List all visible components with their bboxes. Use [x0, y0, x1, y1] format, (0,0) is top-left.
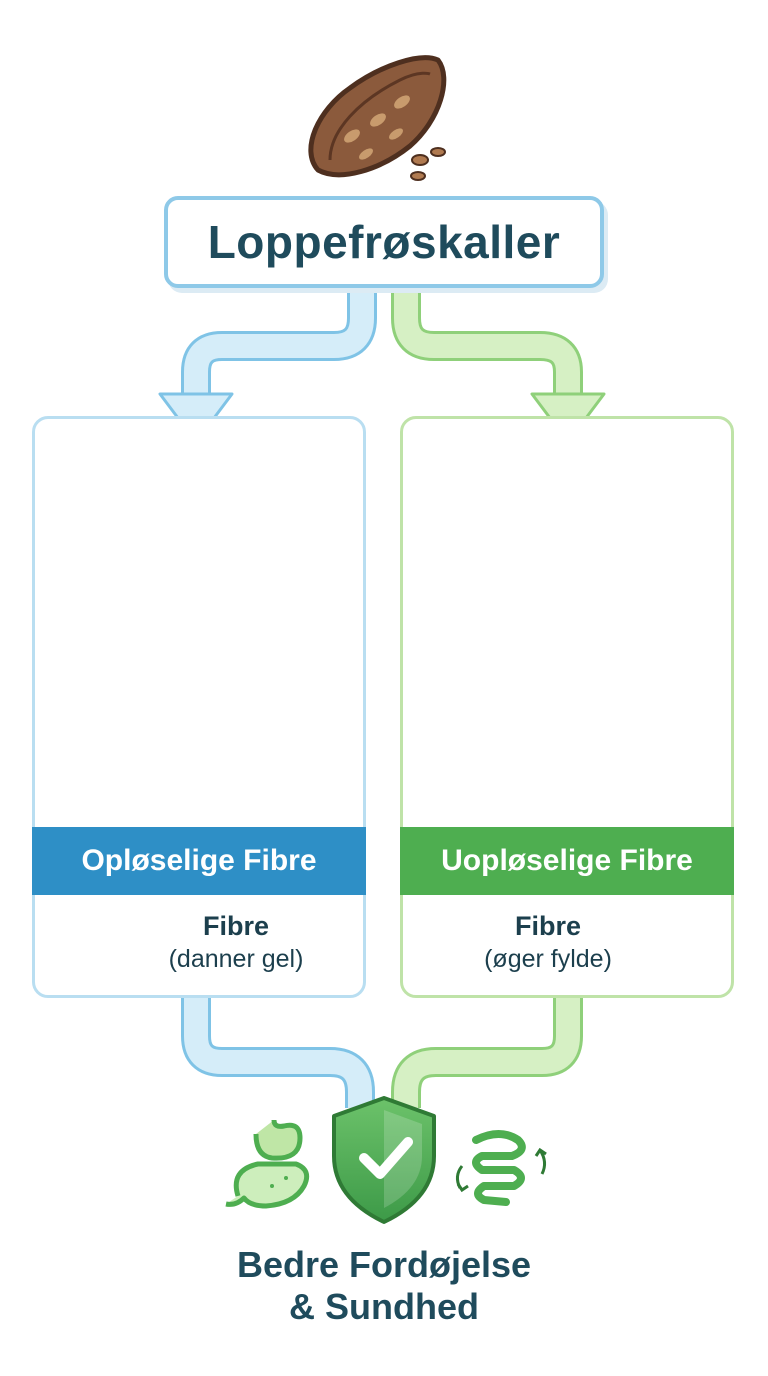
insoluble-fiber-banner: Uopløselige Fibre — [400, 827, 734, 895]
insoluble-fiber-card: Uopløselige Fibre Fibre (øger fylde) — [400, 416, 734, 998]
psyllium-seed-icon — [308, 55, 447, 181]
arrow-from-soluble — [181, 998, 375, 1108]
arrow-from-insoluble — [391, 998, 583, 1108]
outcome-line-2: & Sundhed — [289, 1286, 479, 1327]
intestine-icon — [455, 1130, 547, 1206]
insoluble-fiber-caption: Fibre (øger fylde) — [443, 909, 653, 975]
outcome-line-1: Bedre Fordøjelse — [236, 1244, 532, 1285]
soluble-fiber-caption: Fibre (danner gel) — [131, 909, 341, 975]
soluble-fiber-banner: Opløselige Fibre — [32, 827, 366, 895]
page-title: Loppefrøskaller — [164, 196, 604, 288]
caption-title: Fibre — [514, 911, 581, 941]
caption-subtitle: (danner gel) — [168, 945, 304, 973]
caption-title: Fibre — [202, 911, 269, 941]
stomach-icon — [225, 1119, 310, 1209]
shield-check-icon — [332, 1096, 436, 1224]
outcome-text: Bedre Fordøjelse & Sundhed — [134, 1244, 634, 1328]
caption-subtitle: (øger fylde) — [484, 945, 612, 973]
soluble-fiber-card: Opløselige Fibre Fibre (danner gel) — [32, 416, 366, 998]
